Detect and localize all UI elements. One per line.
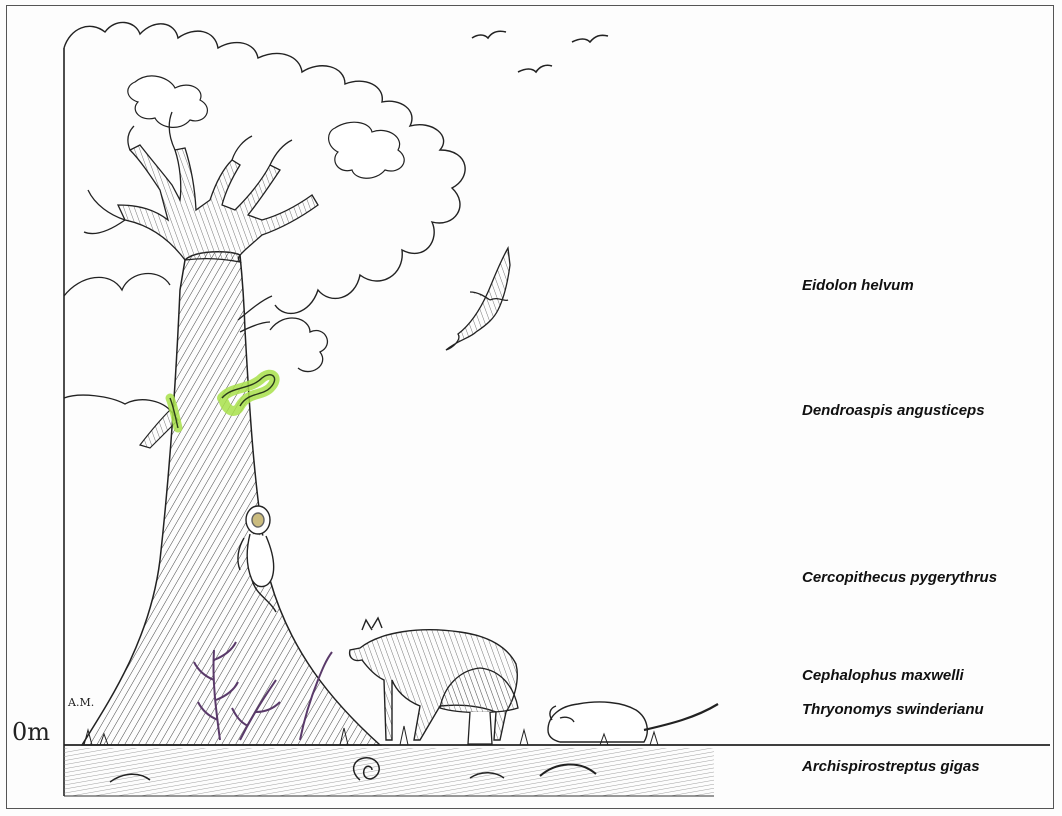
label-thryonomys-swinderianu: Thryonomys swinderianu bbox=[802, 701, 984, 718]
canopy-lower-left bbox=[64, 274, 170, 296]
canopy-gap-1 bbox=[128, 76, 208, 127]
cane-rat bbox=[548, 702, 718, 742]
ground-level-marker: 0m bbox=[12, 718, 50, 746]
label-eidolon-helvum: Eidolon helvum bbox=[802, 277, 914, 294]
canopy-left-branch bbox=[64, 395, 170, 410]
label-archispirostreptus-gigas: Archispirostreptus gigas bbox=[802, 758, 980, 775]
fruit-bat bbox=[446, 248, 510, 350]
twig-left bbox=[84, 190, 125, 234]
tree-branches bbox=[118, 145, 318, 262]
tree-canopy bbox=[64, 22, 465, 313]
artist-signature: A.M. bbox=[68, 696, 94, 709]
label-dendroaspis-angusticeps: Dendroaspis angusticeps bbox=[802, 402, 985, 419]
label-cercopithecus-pygerythrus: Cercopithecus pygerythrus bbox=[802, 569, 997, 586]
birds bbox=[472, 31, 608, 72]
twig-top bbox=[128, 112, 292, 165]
label-cephalophus-maxwelli: Cephalophus maxwelli bbox=[802, 667, 964, 684]
tree-trunk bbox=[82, 252, 380, 745]
canopy-right-lobe bbox=[270, 318, 327, 372]
canopy-gap-2 bbox=[329, 122, 405, 178]
soil-layer bbox=[64, 748, 714, 796]
